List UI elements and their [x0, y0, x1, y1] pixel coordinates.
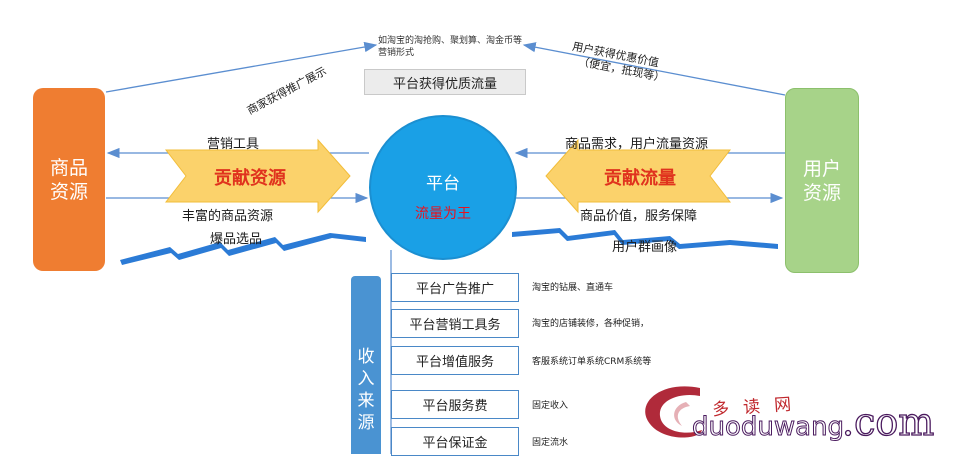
taobao-note: 如淘宝的淘抢购、聚划算、淘金币等营销形式 — [378, 36, 523, 58]
arrow-merchant-promo — [105, 41, 378, 93]
income-item-marketing: 平台营销工具务 — [391, 309, 519, 338]
income-desc-marketing: 淘宝的店铺装修，各种促销， — [532, 319, 650, 329]
contribute-resource-arrow — [164, 138, 351, 214]
income-item-value-added: 平台增值服务 — [391, 346, 519, 375]
user-resource-box: 用户 资源 — [785, 88, 859, 273]
contribute-traffic-label: 贡献流量 — [604, 168, 676, 189]
user-profile-label: 用户群画像 — [612, 240, 678, 255]
income-desc-deposit: 固定流水 — [532, 438, 569, 448]
income-desc-service-fee: 固定收入 — [532, 401, 569, 411]
watermark-com: .com — [841, 399, 935, 444]
arrow-user-benefit — [522, 42, 786, 96]
platform-circle: 平台 流量为王 — [369, 115, 517, 260]
contribute-resource-label: 贡献资源 — [214, 168, 286, 189]
platform-title: 平台 — [426, 174, 460, 194]
platform-subtitle: 流量为王 — [415, 206, 471, 222]
income-item-ad: 平台广告推广 — [391, 273, 519, 302]
watermark-url: duoduwang — [691, 412, 845, 443]
value-label: 商品价值，服务保障 — [580, 209, 698, 224]
gain-traffic-box: 平台获得优质流量 — [364, 69, 526, 95]
income-desc-ad: 淘宝的钻展、直通车 — [532, 283, 614, 293]
contribute-traffic-arrow — [545, 138, 732, 214]
watermark-logo — [645, 386, 702, 438]
zigzag-hot-goods — [120, 233, 366, 265]
marketing-tools-label: 营销工具 — [207, 137, 260, 152]
income-source-bar: 收 入 来 源 — [351, 276, 381, 454]
rich-goods-label: 丰富的商品资源 — [182, 209, 274, 224]
income-item-service-fee: 平台服务费 — [391, 390, 519, 419]
income-desc-value-added: 客服系统订单系统CRM系统等 — [532, 357, 652, 367]
zigzag-user-profile — [512, 228, 778, 249]
income-item-deposit: 平台保证金 — [391, 427, 519, 456]
hot-goods-label: 爆品选品 — [210, 232, 263, 247]
merchant-resource-box: 商品 资源 — [33, 88, 105, 271]
demand-label: 商品需求，用户流量资源 — [565, 137, 709, 152]
income-source-label: 收 入 来 源 — [357, 347, 375, 433]
